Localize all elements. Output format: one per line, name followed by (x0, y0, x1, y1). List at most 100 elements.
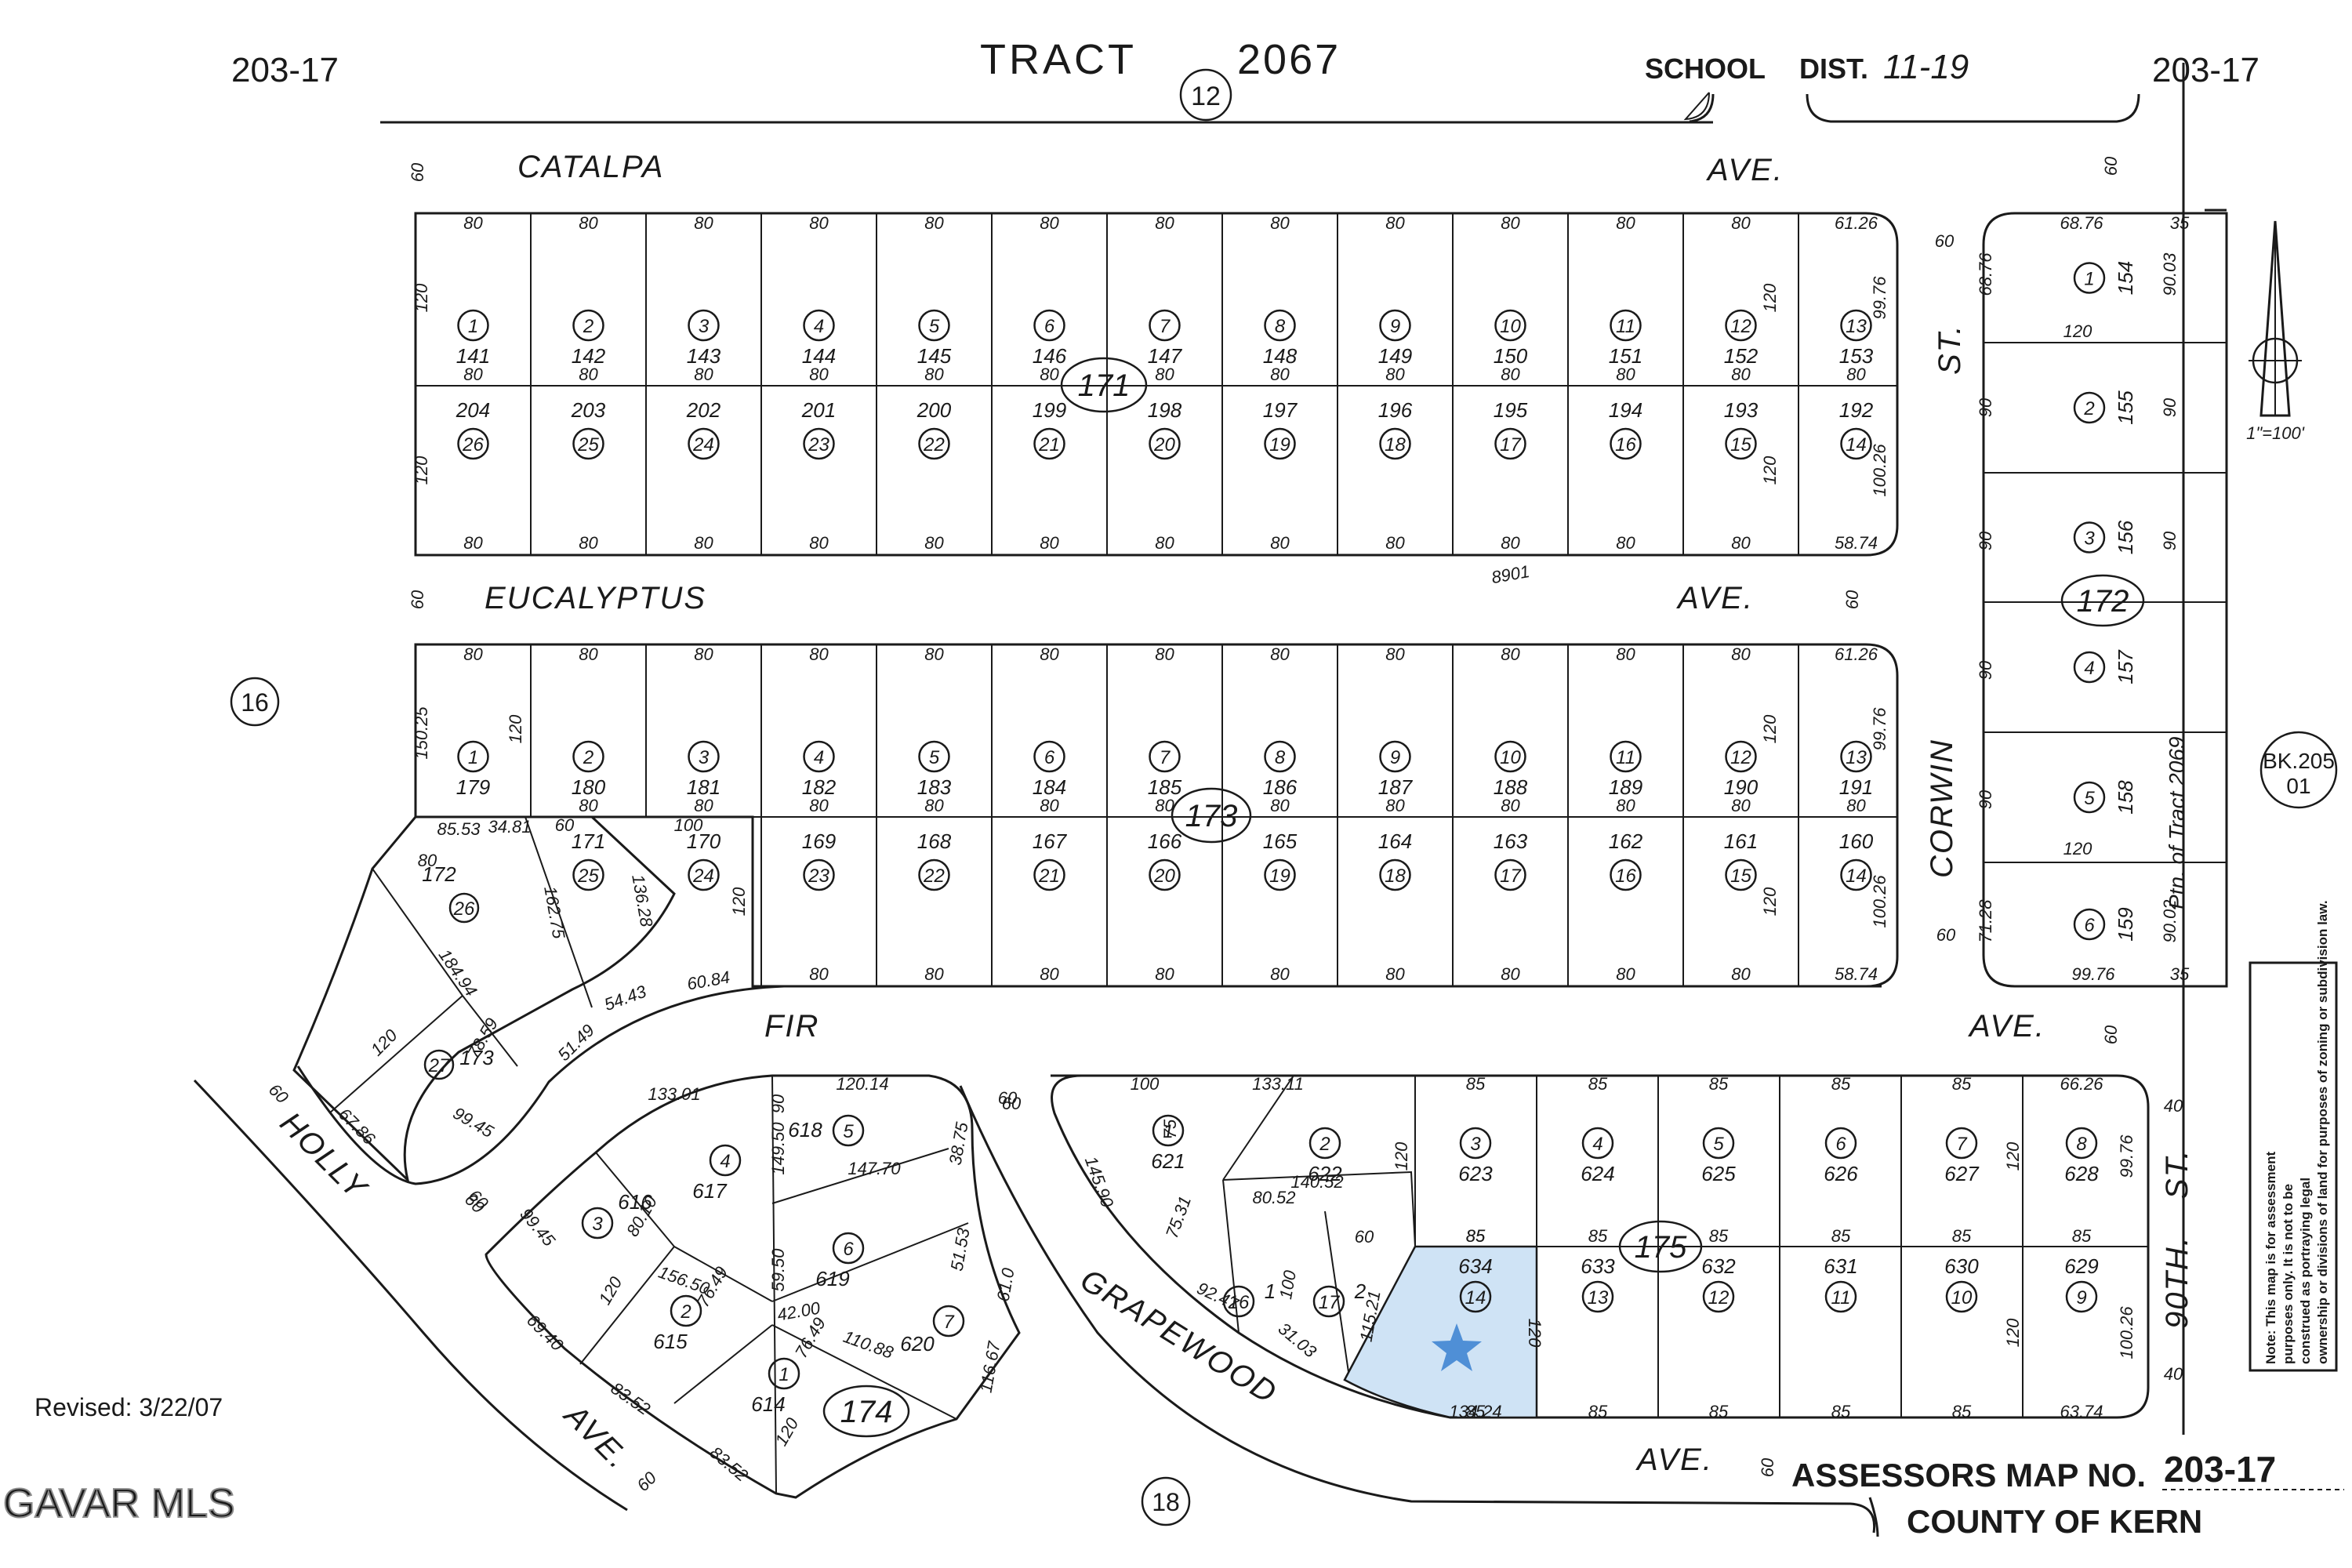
lot-circle (1494, 309, 1526, 342)
dimension-label: 92.47 (1194, 1278, 1242, 1314)
parcel-number: 200 (916, 398, 952, 422)
lot-circle (1312, 1285, 1345, 1318)
parcel-number: 184 (1033, 775, 1066, 799)
dimension-label: 85 (1588, 1226, 1608, 1246)
lot-26-number: 26 (453, 898, 475, 920)
school-label: SCHOOL (1645, 53, 1766, 85)
book-205-circle (2259, 731, 2338, 809)
dimension-label: 80 (1270, 365, 1290, 384)
street-eucalyptus-ave: AVE. (1676, 581, 1754, 615)
lot-circle (2073, 781, 2106, 814)
subject-star-icon (1432, 1323, 1482, 1371)
dimension-label: 80 (1616, 365, 1635, 384)
lot-circle (457, 740, 489, 773)
parcel-number: 152 (1724, 344, 1759, 368)
dimension-label: 120 (2003, 1142, 2023, 1171)
map-number-right: 203-17 (2152, 51, 2259, 89)
dimension-label: 120 (1392, 1142, 1411, 1171)
parcel-number: 624 (1581, 1162, 1614, 1185)
lot-circle (1610, 427, 1642, 460)
dimension-label: 54.43 (601, 982, 649, 1015)
book-174-oval (822, 1385, 910, 1438)
street-holly-ave: AVE. (557, 1397, 636, 1476)
parcel-number: 146 (1033, 344, 1067, 368)
dimension-label: 80 (1155, 964, 1174, 984)
dimension-label: 85 (1466, 1226, 1486, 1246)
dimension-label: 80 (809, 644, 829, 664)
parcel-number: 166 (1148, 829, 1182, 853)
dimension-label: 145.90 (1081, 1154, 1118, 1211)
dimension-label: 90 (1976, 789, 1995, 809)
lot-number: 4 (814, 747, 824, 768)
lot-number: 20 (1153, 866, 1175, 887)
lot-circle (572, 740, 604, 773)
street-grapewood-ave: AVE. (1635, 1443, 1713, 1477)
block-174 (485, 1074, 1021, 1499)
block-171: 1141214231434144514561467147814891491015… (408, 156, 2121, 587)
dimension-label: 38.75 (946, 1120, 972, 1167)
dimension-label: 80 (1501, 796, 1520, 815)
lot-number: 23 (808, 434, 829, 456)
dimension-label: 80 (1155, 644, 1174, 664)
dimension-label: 120.14 (836, 1074, 888, 1094)
dimension-label: 120 (1525, 1319, 1544, 1348)
dimension-label: 99.45 (450, 1103, 498, 1142)
lot-circle (1149, 309, 1181, 342)
dimension-label: 120 (729, 887, 749, 916)
dimension-label: 80 (1385, 213, 1405, 233)
lot-circle (709, 1144, 742, 1177)
street-catalpa-ave: AVE. (1706, 153, 1784, 187)
dimension-label: 80 (694, 213, 713, 233)
lot-circle (2073, 521, 2106, 554)
lot-circle (1379, 740, 1411, 773)
dimension-label: 80 (1616, 644, 1635, 664)
dimension-label: 71.28 (1976, 899, 1995, 943)
lot-number: 24 (692, 866, 714, 887)
lot-number: 6 (843, 1239, 854, 1260)
lot-circle (1033, 858, 1065, 891)
parcel-number: 201 (801, 398, 836, 422)
parcel-number: 181 (687, 775, 720, 799)
lot-number: 25 (577, 866, 599, 887)
parcel-number: 197 (1263, 398, 1298, 422)
lot-number: 4 (814, 316, 824, 337)
parcel-number: 203 (571, 398, 606, 422)
lot-circle (1264, 858, 1296, 891)
dimension-label: 80 (924, 964, 944, 984)
parcel-number: 182 (802, 775, 837, 799)
parcel-number: 621 (1151, 1149, 1185, 1173)
parcel-number: 188 (1494, 775, 1528, 799)
lot-number: 15 (1730, 866, 1751, 887)
lot-circle (1840, 858, 1872, 891)
parcel-number: 616 (618, 1190, 652, 1214)
lot-circle (688, 309, 720, 342)
parcel-number: 202 (686, 398, 721, 422)
lot-circle (1379, 858, 1411, 891)
lot-circle (2065, 1127, 2098, 1160)
mls-watermark: GAVAR MLS (3, 1481, 235, 1526)
lot-number: 9 (2076, 1287, 2086, 1308)
parcel-number: 196 (1378, 398, 1413, 422)
dimension-label: 60 (633, 1468, 661, 1496)
lot-number: 3 (2084, 528, 2095, 550)
north-arrow-icon (2249, 220, 2302, 417)
dimension-label: 85.53 (437, 819, 481, 839)
